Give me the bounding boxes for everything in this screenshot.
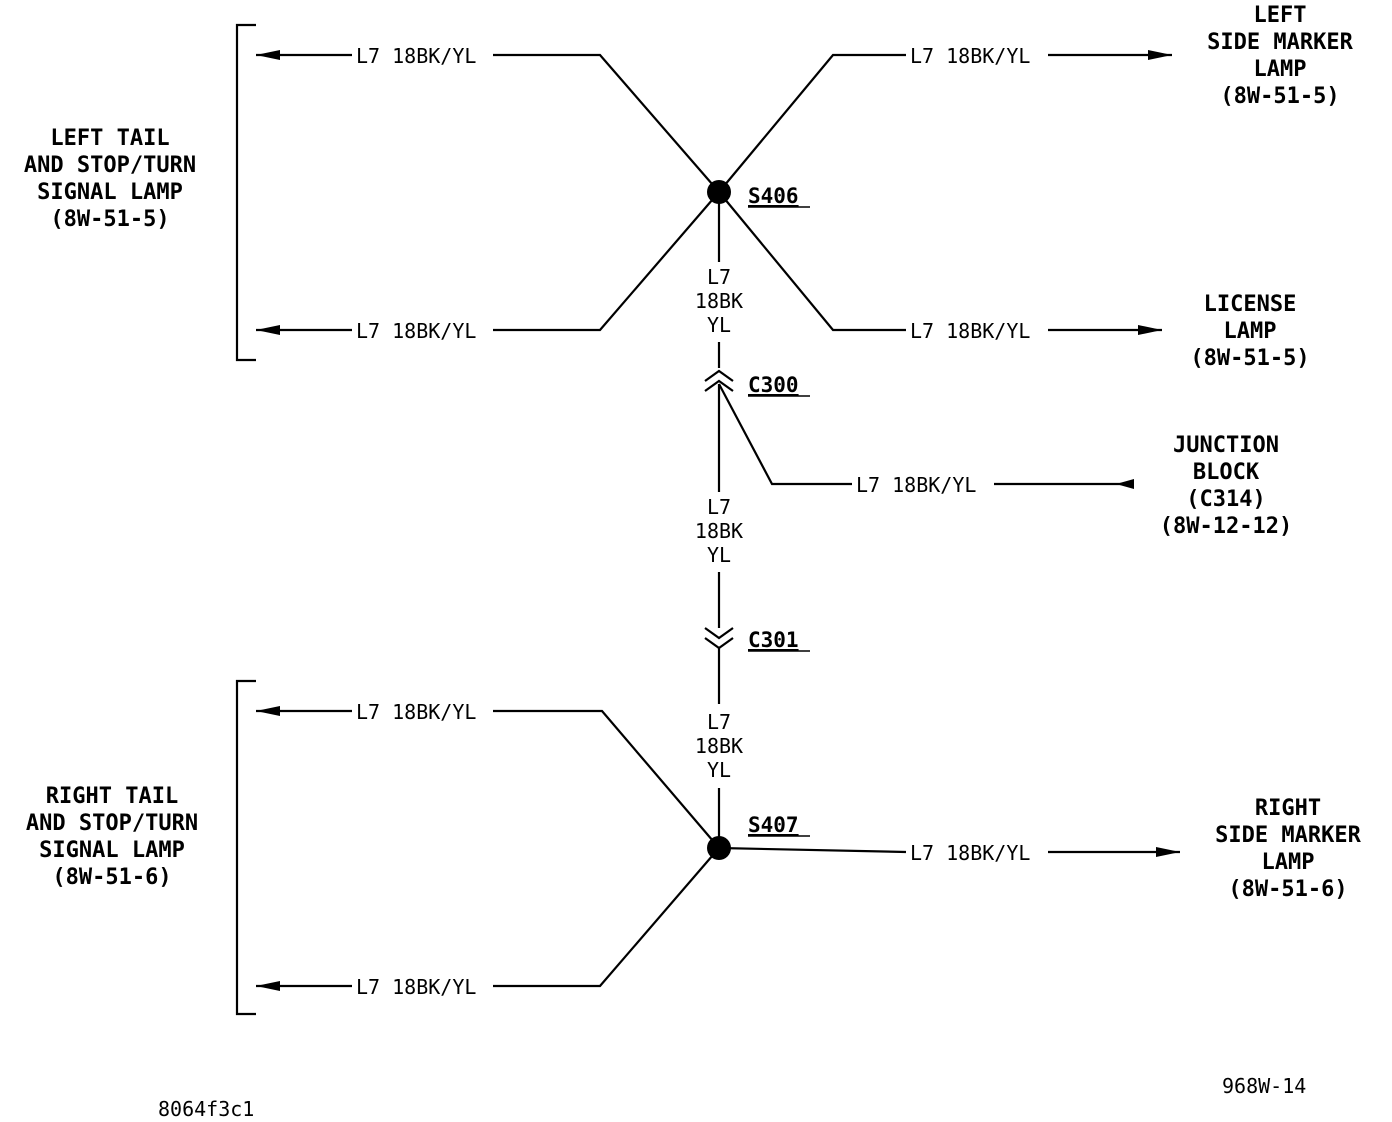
connector-c301-label: C301	[748, 628, 799, 652]
right-tail-stop-turn-signal-lamp-label: RIGHT TAIL AND STOP/TURN SIGNAL LAMP (8W…	[26, 784, 198, 890]
svg-text:LAMP: LAMP	[1224, 319, 1277, 344]
svg-text:18BK: 18BK	[695, 734, 743, 758]
splice-s406-dot	[707, 180, 731, 204]
wire-s407-right-side-marker: L7 18BK/YL	[718, 841, 1180, 865]
left-side-marker-lamp-label: LEFT SIDE MARKER LAMP (8W-51-5)	[1207, 3, 1353, 109]
wire-s406-left-tail-lower: L7 18BK/YL	[256, 191, 720, 343]
connector-c300-label: C300	[748, 373, 799, 397]
svg-text:YL: YL	[707, 758, 731, 782]
wire-label: L7 18BK/YL	[856, 473, 976, 497]
svg-text:YL: YL	[707, 543, 731, 567]
splice-s406-label: S406	[748, 184, 799, 208]
wire-vertical-label-3: L7 18BK YL	[695, 710, 743, 782]
svg-text:18BK: 18BK	[695, 519, 743, 543]
right-tail-bracket	[235, 679, 256, 1016]
svg-text:(C314): (C314)	[1186, 487, 1265, 512]
wire-s407-right-tail-lower: L7 18BK/YL	[256, 847, 720, 999]
connector-c300	[704, 369, 734, 392]
wire-label: L7 18BK/YL	[356, 700, 476, 724]
svg-text:RIGHT: RIGHT	[1255, 796, 1321, 821]
svg-text:L7: L7	[707, 495, 731, 519]
svg-text:(8W-51-6): (8W-51-6)	[52, 865, 171, 890]
svg-text:LICENSE: LICENSE	[1204, 292, 1297, 317]
wire-label: L7 18BK/YL	[356, 44, 476, 68]
wire-s406-left-tail-upper: L7 18BK/YL	[256, 44, 720, 193]
wire-label: L7 18BK/YL	[356, 975, 476, 999]
svg-text:LAMP: LAMP	[1254, 57, 1307, 82]
svg-text:L7: L7	[707, 710, 731, 734]
svg-text:LAMP: LAMP	[1262, 850, 1315, 875]
svg-text:SIGNAL LAMP: SIGNAL LAMP	[37, 180, 183, 205]
splice-s407-label: S407	[748, 813, 799, 837]
svg-text:AND STOP/TURN: AND STOP/TURN	[26, 811, 198, 836]
left-tail-bracket	[235, 23, 256, 362]
license-lamp-label: LICENSE LAMP (8W-51-5)	[1190, 292, 1309, 371]
wire-label: L7 18BK/YL	[910, 319, 1030, 343]
wire-c300-junction-block: L7 18BK/YL	[718, 383, 1134, 497]
svg-text:(8W-51-5): (8W-51-5)	[1220, 84, 1339, 109]
figure-id: 8064f3c1	[158, 1097, 254, 1121]
wire-s406-license-lamp: L7 18BK/YL	[718, 191, 1162, 343]
svg-text:LEFT: LEFT	[1254, 3, 1307, 28]
wire-label: L7 18BK/YL	[910, 841, 1030, 865]
svg-text:BLOCK: BLOCK	[1193, 460, 1260, 485]
svg-text:18BK: 18BK	[695, 289, 743, 313]
svg-text:L7: L7	[707, 265, 731, 289]
svg-text:YL: YL	[707, 313, 731, 337]
svg-text:(8W-51-5): (8W-51-5)	[50, 207, 169, 232]
svg-text:AND STOP/TURN: AND STOP/TURN	[24, 153, 196, 178]
junction-block-label: JUNCTION BLOCK (C314) (8W-12-12)	[1160, 433, 1292, 539]
right-side-marker-lamp-label: RIGHT SIDE MARKER LAMP (8W-51-6)	[1215, 796, 1361, 902]
wire-label: L7 18BK/YL	[356, 319, 476, 343]
splice-s407-dot	[707, 836, 731, 860]
svg-text:RIGHT TAIL: RIGHT TAIL	[46, 784, 178, 809]
wire-label: L7 18BK/YL	[910, 44, 1030, 68]
svg-text:SIGNAL LAMP: SIGNAL LAMP	[39, 838, 185, 863]
svg-text:LEFT TAIL: LEFT TAIL	[50, 126, 169, 151]
wire-vertical-label-2: L7 18BK YL	[695, 495, 743, 567]
left-tail-stop-turn-signal-lamp-label: LEFT TAIL AND STOP/TURN SIGNAL LAMP (8W-…	[24, 126, 196, 232]
svg-text:(8W-12-12): (8W-12-12)	[1160, 514, 1292, 539]
svg-text:(8W-51-5): (8W-51-5)	[1190, 346, 1309, 371]
wire-s407-right-tail-upper: L7 18BK/YL	[256, 700, 720, 849]
svg-text:SIDE MARKER: SIDE MARKER	[1215, 823, 1361, 848]
wire-vertical-label-1: L7 18BK YL	[695, 265, 743, 337]
svg-text:(8W-51-6): (8W-51-6)	[1228, 877, 1347, 902]
page-ref: 968W-14	[1222, 1074, 1306, 1098]
wire-s406-left-side-marker: L7 18BK/YL	[718, 44, 1172, 193]
svg-text:JUNCTION: JUNCTION	[1173, 433, 1279, 458]
svg-text:SIDE MARKER: SIDE MARKER	[1207, 30, 1353, 55]
connector-c301	[704, 627, 734, 650]
